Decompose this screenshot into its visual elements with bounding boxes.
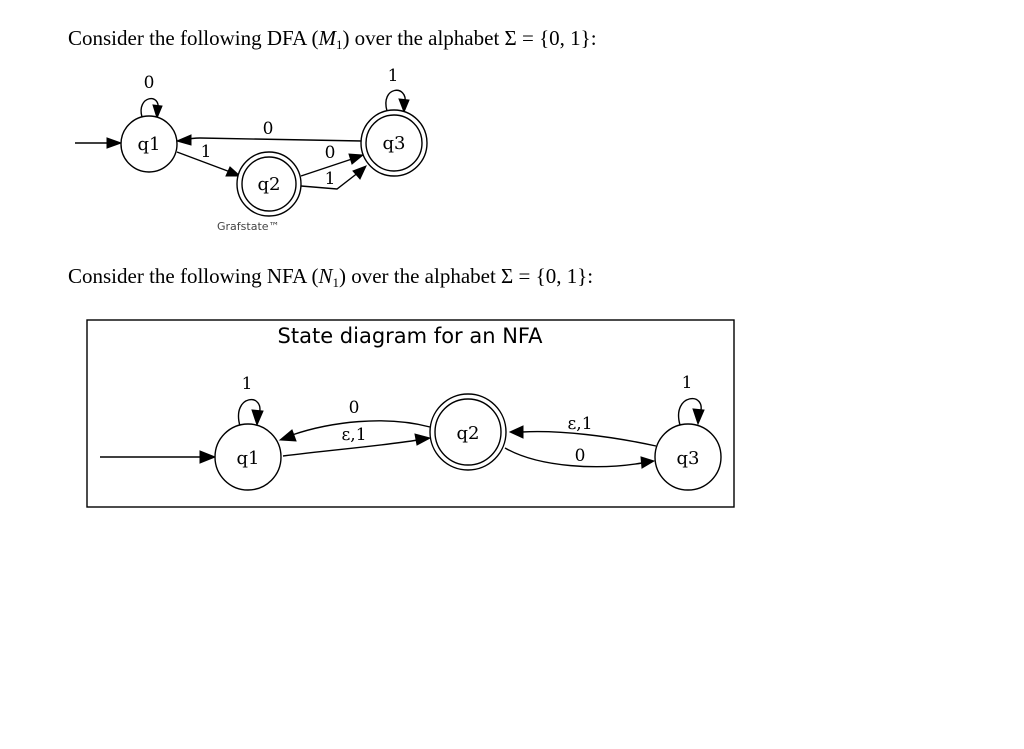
dfa-q1-selfloop-arrowhead: [152, 104, 163, 120]
nfa-q1-selfloop-arrowhead: [251, 409, 264, 427]
nfa-diagram: State diagram for an NFA 1 0 ε,1 ε,1 0 1…: [86, 319, 735, 508]
nfa-prompt: Consider the following NFA (N1) over the…: [68, 264, 594, 290]
dfa-edge-q2-q3-b: [300, 171, 360, 190]
dfa-edge-q2-q3-a-arrowhead: [348, 153, 365, 165]
dfa-state-q2-label: q2: [258, 174, 281, 195]
nfa-edge-q3-q2-arrowhead: [508, 425, 524, 439]
nfa-machine-letter: N: [318, 264, 333, 288]
nfa-frame: [86, 319, 735, 508]
nfa-edge-q2-q3: [504, 447, 643, 468]
dfa-state-q2-inner: [241, 156, 297, 212]
dfa-edge-label-q1-self: 0: [144, 73, 155, 93]
nfa-q3-selfloop-arrowhead: [692, 408, 705, 426]
dfa-edge-q3-q1-arrowhead: [175, 134, 192, 146]
dfa-machine-letter: M: [318, 26, 336, 50]
dfa-edge-q1-q2-arrowhead: [225, 166, 242, 177]
dfa-edge-label-q3-q1: 0: [263, 119, 274, 139]
nfa-start-arrowhead: [199, 450, 217, 464]
dfa-state-q1: [120, 115, 178, 173]
nfa-machine-sub: 1: [332, 275, 339, 290]
dfa-edge-label-q3-self: 1: [388, 66, 399, 86]
dfa-prompt-before: Consider the following DFA (: [68, 26, 319, 50]
nfa-state-q1-label: q1: [237, 448, 260, 469]
nfa-edge-q2-q3-arrowhead: [640, 456, 656, 469]
nfa-prompt-after: ) over the alphabet Σ = {0, 1}:: [338, 264, 594, 288]
nfa-edge-label-q3-q2: ε,1: [567, 414, 592, 434]
nfa-state-q1: [214, 423, 282, 491]
nfa-edge-q3-q2: [521, 430, 657, 447]
nfa-state-q3: [654, 423, 722, 491]
dfa-edge-q1-q2: [176, 151, 234, 174]
dfa-watermark: Grafstate™: [217, 220, 280, 233]
nfa-edge-q1-q2-arrowhead: [414, 433, 432, 446]
dfa-prompt-after: ) over the alphabet Σ = {0, 1}:: [342, 26, 597, 50]
nfa-title: State diagram for an NFA: [278, 324, 544, 348]
nfa-q3-selfloop: [677, 398, 702, 426]
nfa-state-q2-label: q2: [457, 423, 480, 444]
dfa-q3-selfloop: [385, 89, 406, 112]
nfa-edge-label-q2-q3: 0: [575, 446, 586, 466]
nfa-edge-q2-q1: [291, 420, 431, 436]
dfa-edge-label-q2-q3-b: 1: [325, 169, 336, 189]
nfa-edge-label-q1-q2: ε,1: [341, 425, 366, 445]
dfa-state-q1-label: q1: [138, 134, 161, 155]
nfa-edge-label-q3-self: 1: [682, 373, 693, 393]
dfa-machine-sub: 1: [335, 37, 343, 52]
dfa-diagram: 0 0 1 0 1 1 q1 q2 q3 Grafstate™: [75, 66, 428, 233]
nfa-prompt-before: Consider the following NFA (: [68, 264, 319, 288]
dfa-prompt: Consider the following DFA (M1) over the…: [68, 26, 597, 52]
nfa-edge-label-q2-q1: 0: [349, 398, 360, 418]
nfa-q1-selfloop: [237, 399, 261, 427]
nfa-edge-q1-q2: [282, 439, 419, 457]
dfa-edge-q2-q3-b-arrowhead: [352, 165, 367, 180]
nfa-state-q3-label: q3: [677, 448, 700, 469]
nfa-edge-q2-q1-arrowhead: [278, 429, 297, 442]
dfa-edge-label-q2-q3-a: 0: [325, 143, 336, 163]
nfa-state-q2-inner: [434, 398, 502, 466]
dfa-state-q3-inner: [365, 114, 423, 172]
dfa-edge-label-q1-q2: 1: [201, 142, 212, 162]
nfa-edge-label-q1-self: 1: [242, 374, 253, 394]
dfa-start-arrowhead: [106, 137, 123, 149]
dfa-q3-selfloop-arrowhead: [398, 98, 410, 114]
dfa-edge-q2-q3-a: [300, 157, 356, 177]
dfa-state-q3-label: q3: [383, 133, 406, 154]
